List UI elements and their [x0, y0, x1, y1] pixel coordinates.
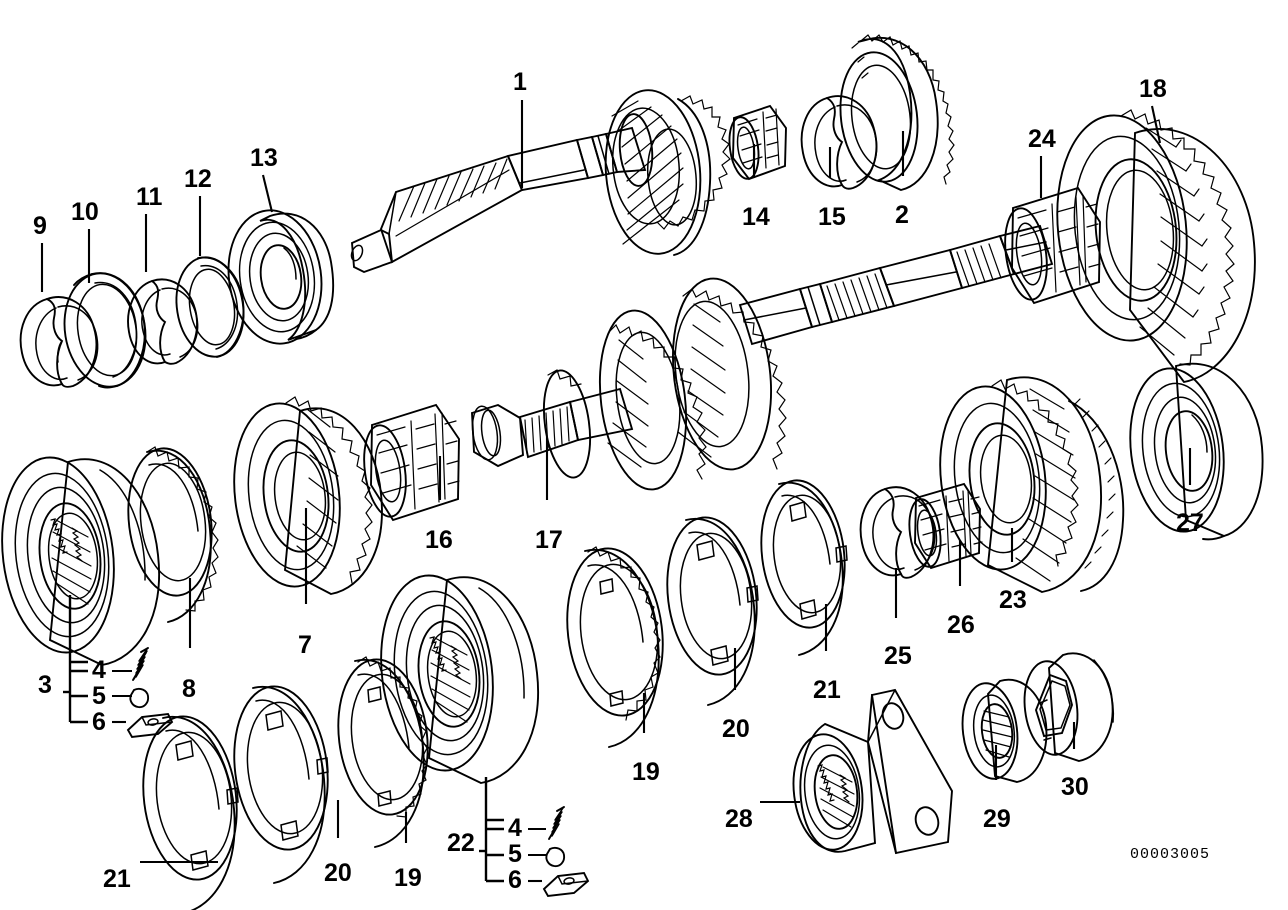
- part-1-input-shaft: [350, 89, 731, 274]
- part-3-sliding-sleeve: [1, 456, 160, 666]
- callout-28[interactable]: 28: [725, 805, 753, 833]
- callout-9[interactable]: 9: [33, 212, 47, 240]
- callout-16[interactable]: 16: [425, 526, 453, 554]
- part-2-synchro-ring: [839, 34, 955, 191]
- part-7-gear-wheel: [233, 396, 383, 595]
- part-29-collar-nut: [961, 678, 1052, 783]
- bracket-lines: [63, 595, 504, 883]
- callout-5[interactable]: 5: [92, 682, 106, 710]
- part-4-detent-spring: [132, 647, 149, 681]
- part-11-snap-ring: [127, 278, 199, 365]
- callout-1[interactable]: 1: [513, 68, 527, 96]
- callout-25[interactable]: 25: [884, 642, 912, 670]
- callout-11[interactable]: 11: [136, 183, 163, 211]
- diagram-id-code: 00003005: [1130, 846, 1211, 863]
- callout-2[interactable]: 2: [895, 201, 909, 229]
- callout-10[interactable]: 10: [71, 198, 99, 226]
- callout-18[interactable]: 18: [1139, 75, 1167, 103]
- part-17-output-shaft: [471, 224, 1054, 491]
- callout-12[interactable]: 12: [184, 165, 212, 193]
- part-6-detent-block: [126, 712, 174, 739]
- callout-20b[interactable]: 20: [324, 859, 352, 887]
- part-24-needle-bearing: [1004, 186, 1101, 305]
- part-23-gear-sync-body: [939, 376, 1125, 593]
- callout-14[interactable]: 14: [742, 203, 770, 231]
- part-10-shim-ring: [63, 272, 147, 389]
- part-12-shim-washer: [175, 256, 245, 358]
- part-19b-synchro-ring: [337, 656, 429, 848]
- callout-7[interactable]: 7: [298, 631, 312, 659]
- callout-4b[interactable]: 4: [508, 814, 522, 842]
- leader-lines: [40, 100, 1192, 883]
- callout-6[interactable]: 6: [92, 708, 106, 736]
- callout-17[interactable]: 17: [535, 526, 563, 554]
- callout-26[interactable]: 26: [947, 611, 975, 639]
- callout-5b[interactable]: 5: [508, 840, 522, 868]
- callout-19b[interactable]: 19: [394, 864, 422, 892]
- callout-20[interactable]: 20: [722, 715, 750, 743]
- callout-22[interactable]: 22: [447, 829, 475, 857]
- part-8-synchro-ring: [127, 446, 219, 623]
- part-20-ring: [666, 516, 759, 706]
- callout-4[interactable]: 4: [92, 656, 106, 684]
- callout-15[interactable]: 15: [818, 203, 846, 231]
- callout-3[interactable]: 3: [38, 671, 52, 699]
- part-4b-detent-spring: [548, 806, 565, 840]
- part-21-ring: [760, 479, 848, 656]
- callout-21[interactable]: 21: [813, 676, 841, 704]
- callout-30[interactable]: 30: [1061, 773, 1089, 801]
- part-16-needle-bearing: [363, 403, 460, 522]
- part-6b-detent-block: [542, 871, 590, 898]
- callout-24[interactable]: 24: [1028, 125, 1056, 153]
- callout-19[interactable]: 19: [632, 758, 660, 786]
- part-30-hex-nut: [1023, 652, 1115, 762]
- part-14-needle-bearing: [728, 104, 787, 181]
- callout-21b[interactable]: 21: [103, 865, 131, 893]
- part-13-ball-bearing: [227, 209, 335, 345]
- part-20b-ring: [233, 685, 329, 884]
- callout-6b[interactable]: 6: [508, 866, 522, 894]
- part-28-output-flange: [792, 688, 953, 855]
- callout-23[interactable]: 23: [999, 586, 1027, 614]
- part-5-detent-ball: [129, 687, 150, 709]
- callout-27[interactable]: 27: [1176, 509, 1204, 537]
- callout-29[interactable]: 29: [983, 805, 1011, 833]
- part-5b-detent-ball: [545, 846, 566, 868]
- part-21b-ring: [142, 715, 239, 910]
- part-25-snap-ring: [859, 486, 936, 579]
- part-9-snap-ring: [19, 296, 99, 388]
- part-27-ball-bearing: [1129, 362, 1264, 541]
- part-26-needle-bearing: [908, 482, 983, 570]
- callout-13[interactable]: 13: [250, 144, 278, 172]
- callout-8[interactable]: 8: [182, 675, 196, 703]
- part-18-helical-gear: [1056, 109, 1256, 384]
- part-19-synchro-ring: [566, 546, 664, 748]
